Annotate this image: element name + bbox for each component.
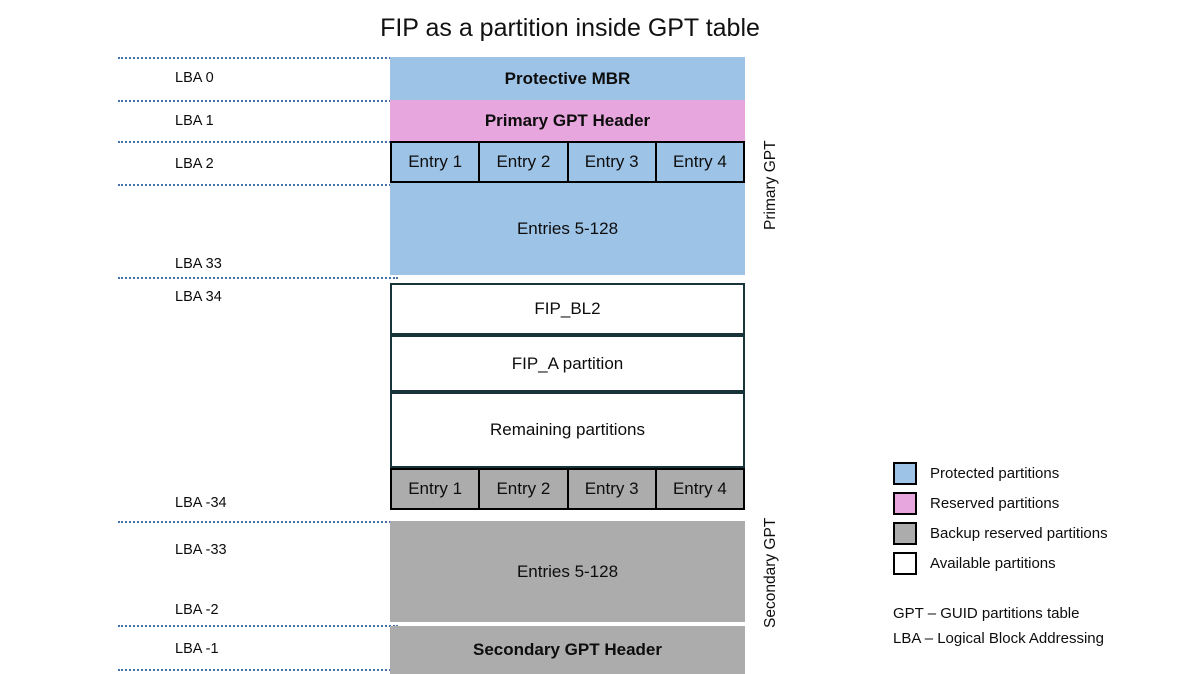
partition-block: Secondary GPT Header <box>390 626 745 674</box>
side-label: Primary GPT <box>762 140 779 230</box>
legend-item: Available partitions <box>893 548 1108 578</box>
legend-swatch-protected <box>893 461 917 485</box>
partition-block: FIP_BL2 <box>390 283 745 335</box>
guide-line-2 <box>118 141 398 143</box>
partition-block: Remaining partitions <box>390 392 745 468</box>
partition-block: Protective MBR <box>390 57 745 100</box>
lba-label: LBA 0 <box>175 70 214 86</box>
lba-label: LBA 34 <box>175 289 222 305</box>
partition-entry-cell: Entry 3 <box>569 143 657 181</box>
abbreviation-line: GPT – GUID partitions table <box>893 605 1080 622</box>
legend-item: Reserved partitions <box>893 488 1108 518</box>
lba-label: LBA 33 <box>175 256 222 272</box>
legend-item: Backup reserved partitions <box>893 518 1108 548</box>
lba-label: LBA -34 <box>175 495 227 511</box>
legend-swatch-available <box>893 551 917 575</box>
guide-line-6 <box>118 625 398 627</box>
partition-entry-cell: Entry 1 <box>392 470 481 508</box>
partition-block: Entries 5-128 <box>390 183 745 275</box>
partition-block: FIP_A partition <box>390 335 745 392</box>
partition-entry-cell: Entry 1 <box>392 143 481 181</box>
lba-label: LBA -33 <box>175 542 227 558</box>
legend-swatch-backup-reserved <box>893 521 917 545</box>
partition-entry-cell: Entry 2 <box>480 143 569 181</box>
partition-entry-cell: Entry 3 <box>569 470 657 508</box>
abbreviation-line: LBA – Logical Block Addressing <box>893 630 1104 647</box>
side-label: Secondary GPT <box>762 517 779 629</box>
guide-line-3 <box>118 184 398 186</box>
guide-line-5 <box>118 521 398 523</box>
partition-block: Primary GPT Header <box>390 100 745 141</box>
lba-label: LBA 1 <box>175 113 214 129</box>
legend-label: Backup reserved partitions <box>930 524 1108 542</box>
guide-line-0 <box>118 57 398 59</box>
partition-entry-cell: Entry 4 <box>672 479 727 498</box>
guide-line-1 <box>118 100 398 102</box>
guide-line-7 <box>118 669 398 671</box>
lba-label: LBA 2 <box>175 156 214 172</box>
guide-line-4 <box>118 277 398 279</box>
legend-label: Protected partitions <box>930 464 1060 482</box>
partition-block: Entries 5-128 <box>390 521 745 622</box>
legend-label: Available partitions <box>930 554 1056 572</box>
partition-entry-cell: Entry 4 <box>672 152 727 171</box>
legend-label: Reserved partitions <box>930 494 1060 512</box>
page-title: FIP as a partition inside GPT table <box>380 14 760 42</box>
lba-label: LBA -1 <box>175 641 219 657</box>
legend-swatch-reserved <box>893 491 917 515</box>
partition-entry-cell: Entry 2 <box>480 470 569 508</box>
legend-item: Protected partitions <box>893 458 1108 488</box>
lba-label: LBA -2 <box>175 602 219 618</box>
